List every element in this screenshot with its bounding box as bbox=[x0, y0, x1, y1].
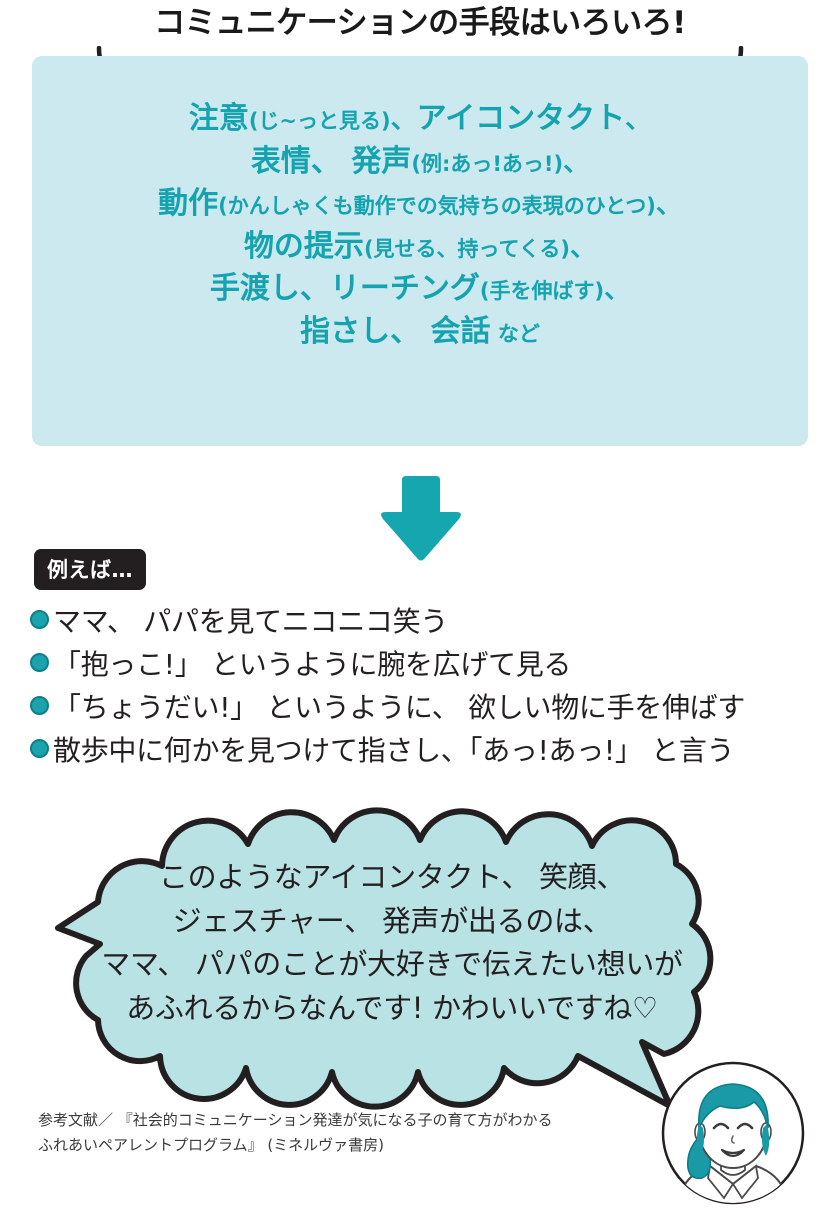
avatar bbox=[661, 1061, 805, 1205]
list-item-label: 「ちょうだい!」 というように、 欲しい物に手を伸ばす bbox=[53, 690, 746, 724]
cloud-bubble-text: このようなアイコンタクト、 笑顔、 ジェスチャー、 発声が出るのは、 ママ、 パ… bbox=[42, 856, 742, 1030]
list-item: 「抱っこ!」 というように腕を広げて見る bbox=[30, 641, 830, 684]
list-item: ママ、 パパを見てニコニコ笑う bbox=[30, 598, 830, 641]
means-line-5: 手渡し、リーチング(手を伸ばす)、 bbox=[32, 268, 808, 311]
means-line-6: 指さし、 会話 など bbox=[32, 311, 808, 354]
means-text-run: (例:あっ!あっ!) bbox=[411, 151, 564, 176]
list-item-label: 散歩中に何かを見つけて指さし、「あっ!あっ!」 と言う bbox=[53, 733, 735, 767]
means-text-run: (じ~っと見る) bbox=[248, 109, 391, 133]
means-text-run: 注意 bbox=[188, 101, 249, 136]
means-text-run: アイコンタクト bbox=[416, 101, 626, 136]
page-title-block: コミュニケーションの手段はいろいろ! bbox=[0, 4, 840, 43]
means-text-run: 、 bbox=[570, 232, 597, 263]
list-item: 散歩中に何かを見つけて指さし、「あっ!あっ!」 と言う bbox=[30, 727, 830, 770]
list-item-label: ママ、 パパを見てニコニコ笑う bbox=[53, 604, 449, 638]
means-line-1: 注意(じ~っと見る)、アイコンタクト、 bbox=[32, 98, 808, 141]
means-text-run: 指さし、 会話 bbox=[300, 313, 491, 349]
means-text-run: 、 bbox=[390, 105, 417, 135]
means-text-run: 手渡し、リーチング bbox=[209, 271, 480, 307]
means-line-2: 表情、 発声(例:あっ!あっ!)、 bbox=[32, 141, 808, 184]
example-badge-label: 例えば… bbox=[47, 558, 133, 582]
footer-line-2: ふれあいペアレントプログラム』 (ミネルヴァ書房) bbox=[38, 1135, 385, 1154]
means-text-run: (かんしゃくも動作での気持ちの表現のひとつ) bbox=[218, 194, 656, 219]
bullet-dot-icon bbox=[30, 653, 49, 672]
means-text-run: 物の提示 bbox=[243, 228, 364, 264]
means-text-run: 動作 bbox=[158, 186, 219, 222]
means-text-run: (手を伸ばす) bbox=[479, 279, 605, 304]
communication-means-list: 注意(じ~っと見る)、アイコンタクト、 表情、 発声(例:あっ!あっ!)、 動作… bbox=[32, 98, 808, 354]
means-text-run: 、 bbox=[625, 105, 652, 135]
means-line-3: 動作(かんしゃくも動作での気持ちの表現のひとつ)、 bbox=[32, 183, 808, 226]
example-badge: 例えば… bbox=[34, 549, 146, 590]
means-text-run: 、 bbox=[604, 275, 631, 306]
cloud-line-4: あふれるからなんです! かわいいですね♡ bbox=[126, 990, 658, 1025]
list-item: 「ちょうだい!」 というように、 欲しい物に手を伸ばす bbox=[30, 684, 830, 727]
means-text-run: など bbox=[490, 321, 540, 346]
bullet-dot-icon bbox=[30, 610, 49, 629]
bullet-dot-icon bbox=[30, 739, 49, 758]
footer-reference: 参考文献／ 『社会的コミュニケーション発達が気になる子の育て方がわかる ふれあい… bbox=[38, 1108, 638, 1158]
cloud-line-3: ママ、 パパのことが大好きで伝えたい想いが bbox=[101, 947, 683, 981]
means-line-4: 物の提示(見せる、持ってくる)、 bbox=[32, 226, 808, 269]
footer-line-1: 参考文献／ 『社会的コミュニケーション発達が気になる子の育て方がわかる bbox=[38, 1111, 553, 1129]
cloud-line-1: このようなアイコンタクト、 笑顔、 bbox=[158, 860, 626, 894]
means-text-run: 、 bbox=[655, 190, 682, 221]
down-arrow-icon bbox=[381, 476, 461, 561]
means-text-run: 表情、 発声 bbox=[250, 143, 412, 179]
bullet-dot-icon bbox=[30, 696, 49, 715]
means-text-run: 、 bbox=[563, 147, 590, 178]
page-title: コミュニケーションの手段はいろいろ! bbox=[154, 5, 686, 41]
means-text-run: (見せる、持ってくる) bbox=[363, 236, 571, 261]
cloud-speech-bubble bbox=[55, 807, 714, 1110]
example-list: ママ、 パパを見てニコニコ笑う 「抱っこ!」 というように腕を広げて見る 「ちょ… bbox=[30, 598, 830, 770]
communication-means-box: 注意(じ~っと見る)、アイコンタクト、 表情、 発声(例:あっ!あっ!)、 動作… bbox=[32, 56, 808, 446]
list-item-label: 「抱っこ!」 というように腕を広げて見る bbox=[53, 647, 572, 681]
cloud-line-2: ジェスチャー、 発声が出るのは、 bbox=[172, 903, 612, 938]
